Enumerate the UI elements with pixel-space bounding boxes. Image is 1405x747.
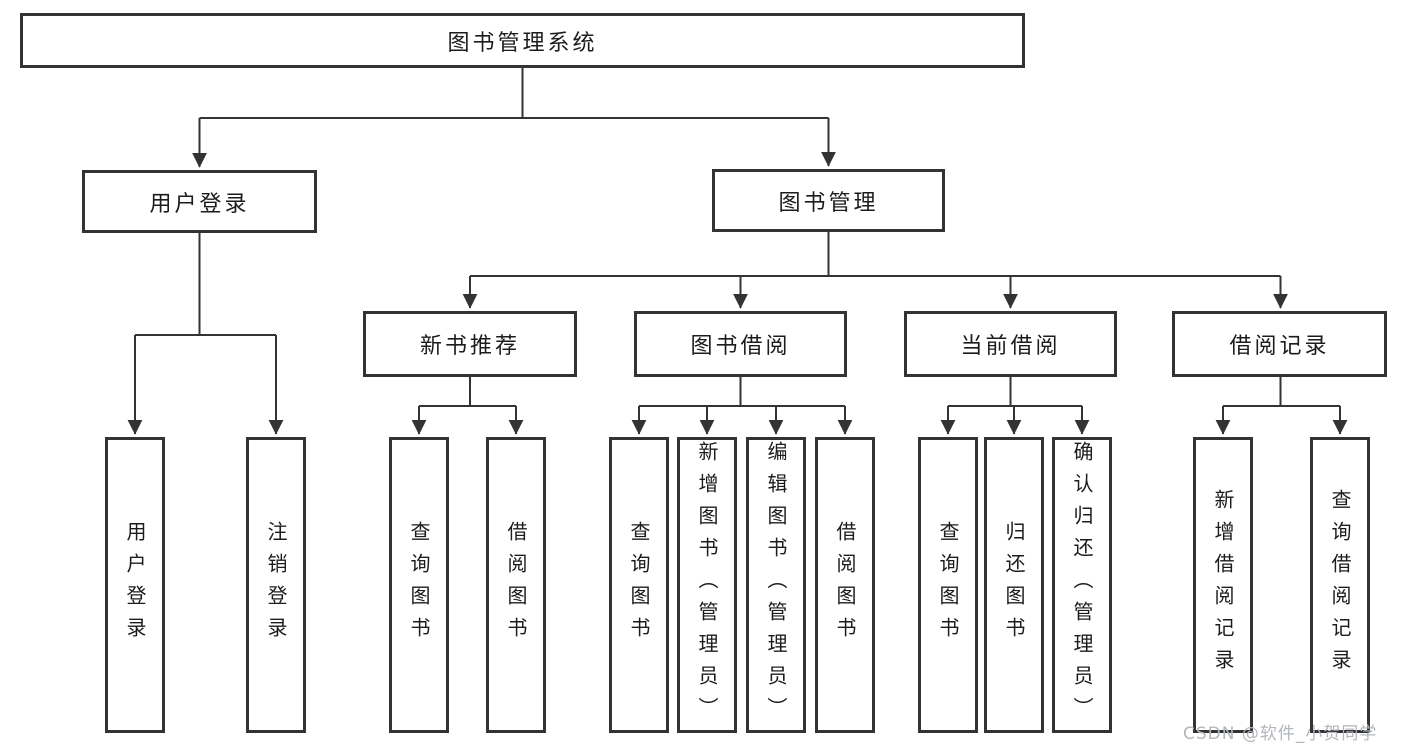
node-label: 新增图书（管理员） [695,441,719,729]
node-borrowing-records: 借阅记录 [1172,311,1387,377]
node-label: 查询图书 [407,521,431,649]
node-label: 新书推荐 [419,334,520,359]
leaf-query-borrow-record: 查询借阅记录 [1310,437,1370,733]
csdn-watermark: CSDN @软件_小贺同学 [1183,724,1378,744]
leaf-add-book-admin: 新增图书（管理员） [677,437,737,733]
node-label: 借阅图书 [504,521,528,649]
node-label: 用户登录 [123,521,147,649]
node-label: 注销登录 [264,521,288,649]
node-label: 编辑图书（管理员） [764,441,788,729]
leaf-user-login: 用户登录 [105,437,165,733]
node-label: 图书管理系统 [447,30,598,56]
leaf-query-books-current: 查询图书 [918,437,978,733]
leaf-query-books-recommend: 查询图书 [389,437,449,733]
node-user-login: 用户登录 [82,170,317,233]
node-library-management-system: 图书管理系统 [20,13,1025,68]
node-label: 图书管理 [778,190,879,216]
node-new-book-recommendation: 新书推荐 [363,311,577,377]
leaf-edit-book-admin: 编辑图书（管理员） [746,437,806,733]
leaf-borrow-books: 借阅图书 [815,437,875,733]
node-label: 用户登录 [149,191,250,217]
tree-branch-lines [135,68,1340,407]
node-current-borrowing: 当前借阅 [904,311,1117,377]
node-label: 查询图书 [936,521,960,649]
node-label: 查询图书 [627,521,651,649]
leaf-return-books: 归还图书 [984,437,1044,733]
node-label: 查询借阅记录 [1328,489,1352,681]
leaf-query-books-borrow: 查询图书 [609,437,669,733]
node-label: 借阅图书 [833,521,857,649]
node-label: 确认归还（管理员） [1070,441,1094,729]
leaf-confirm-return-admin: 确认归还（管理员） [1052,437,1112,733]
node-book-borrowing: 图书借阅 [634,311,847,377]
node-label: 图书借阅 [690,334,791,359]
node-label: 当前借阅 [960,334,1061,359]
leaf-borrow-books-recommend: 借阅图书 [486,437,546,733]
node-label: 借阅记录 [1229,334,1330,359]
leaf-add-borrow-record: 新增借阅记录 [1193,437,1253,733]
leaf-logout: 注销登录 [246,437,306,733]
node-label: 新增借阅记录 [1211,489,1235,681]
node-book-management: 图书管理 [712,169,945,232]
node-label: 归还图书 [1002,521,1026,649]
